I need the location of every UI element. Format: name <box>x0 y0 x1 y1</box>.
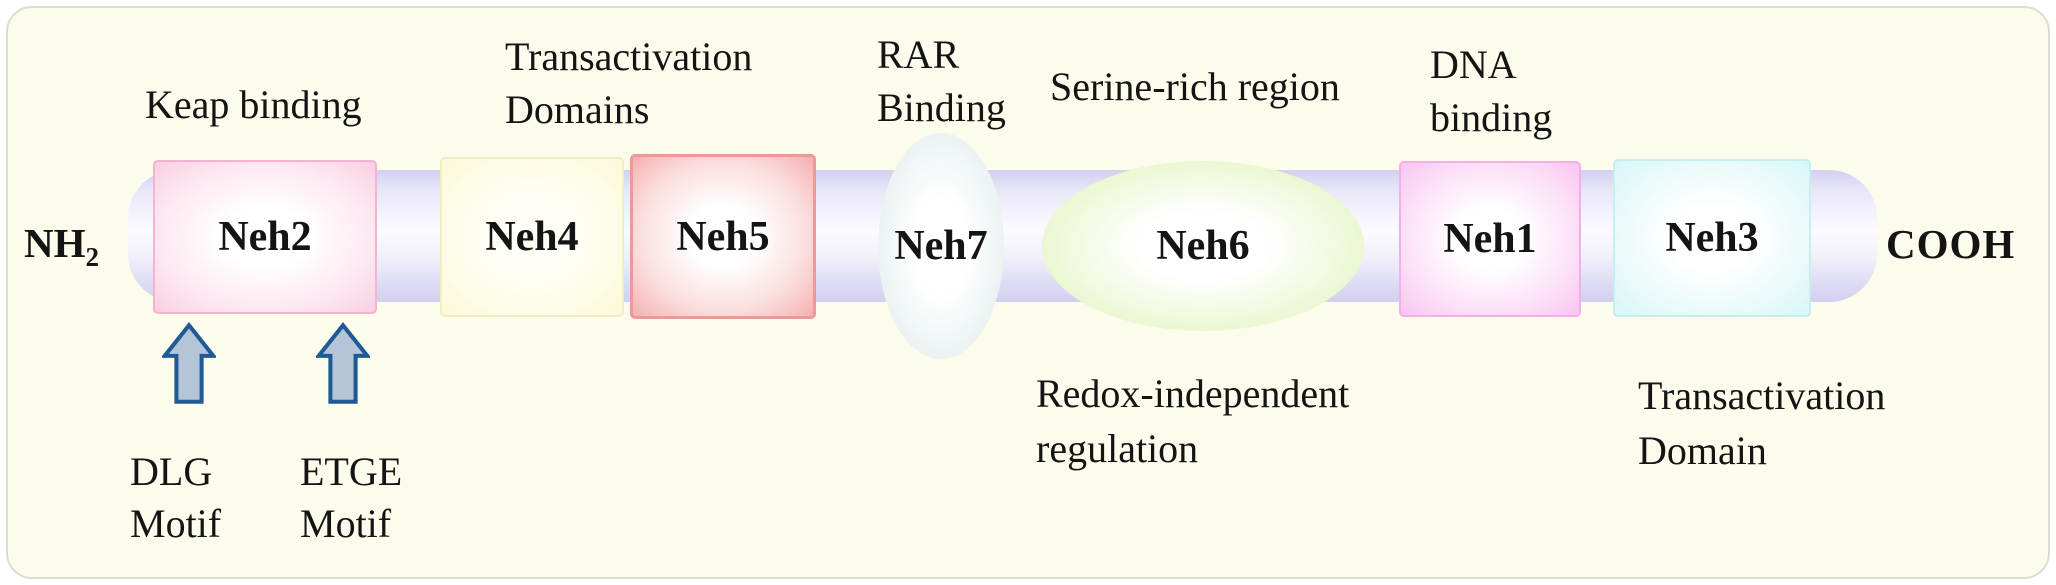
annotation-transactivation-domain: Transactivation Domain <box>1638 368 1885 478</box>
nh2-subscript: 2 <box>85 242 100 273</box>
nh2-base: NH <box>24 220 86 266</box>
annotation-line: ETGE <box>300 449 403 494</box>
annotation-line: Motif <box>300 501 392 546</box>
domain-neh3-label: Neh3 <box>1665 215 1759 261</box>
annotation-line: Transactivation <box>1638 373 1886 418</box>
annotation-line: Redox-independent <box>1036 371 1350 416</box>
dlg-motif-arrow-icon <box>162 321 216 404</box>
domain-neh6: Neh6 <box>1042 161 1364 331</box>
annotation-line: RAR <box>877 32 960 77</box>
annotation-etge-motif: ETGE Motif <box>300 446 402 550</box>
annotation-line: Binding <box>877 85 1006 130</box>
domain-neh3: Neh3 <box>1613 159 1811 317</box>
annotation-line: Domain <box>1638 428 1767 473</box>
domain-neh2-label: Neh2 <box>218 214 312 260</box>
domain-neh7-label: Neh7 <box>894 223 988 269</box>
annotation-line: Domains <box>505 87 650 132</box>
domain-neh1: Neh1 <box>1399 161 1581 317</box>
annotation-serine-rich-region: Serine-rich region <box>1050 64 1340 109</box>
domain-neh1-label: Neh1 <box>1443 216 1537 262</box>
domain-neh4: Neh4 <box>440 157 624 317</box>
annotation-transactivation-domains: Transactivation Domains <box>505 30 752 136</box>
annotation-redox-independent-regulation: Redox-independent regulation <box>1036 366 1349 476</box>
nh2-terminus-label: NH2 <box>24 223 99 271</box>
domain-neh4-label: Neh4 <box>485 214 579 260</box>
annotation-rar-binding: RAR Binding <box>877 28 1006 134</box>
annotation-dlg-motif: DLG Motif <box>130 446 221 550</box>
annotation-line: binding <box>1430 95 1553 140</box>
domain-neh5: Neh5 <box>630 154 816 319</box>
annotation-line: regulation <box>1036 426 1199 471</box>
annotation-line: DNA <box>1430 42 1517 87</box>
annotation-line: Transactivation <box>505 34 753 79</box>
domain-neh6-label: Neh6 <box>1156 223 1250 269</box>
annotation-line: DLG <box>130 449 213 494</box>
annotation-keap-binding: Keap binding <box>145 82 362 127</box>
cooh-terminus-label: COOH <box>1886 221 2016 267</box>
annotation-dna-binding: DNA binding <box>1430 38 1552 144</box>
etge-motif-arrow-icon <box>316 321 370 404</box>
annotation-line: Motif <box>130 501 222 546</box>
domain-neh2: Neh2 <box>153 160 377 314</box>
domain-neh5-label: Neh5 <box>676 213 770 260</box>
domain-neh7: Neh7 <box>878 133 1004 359</box>
